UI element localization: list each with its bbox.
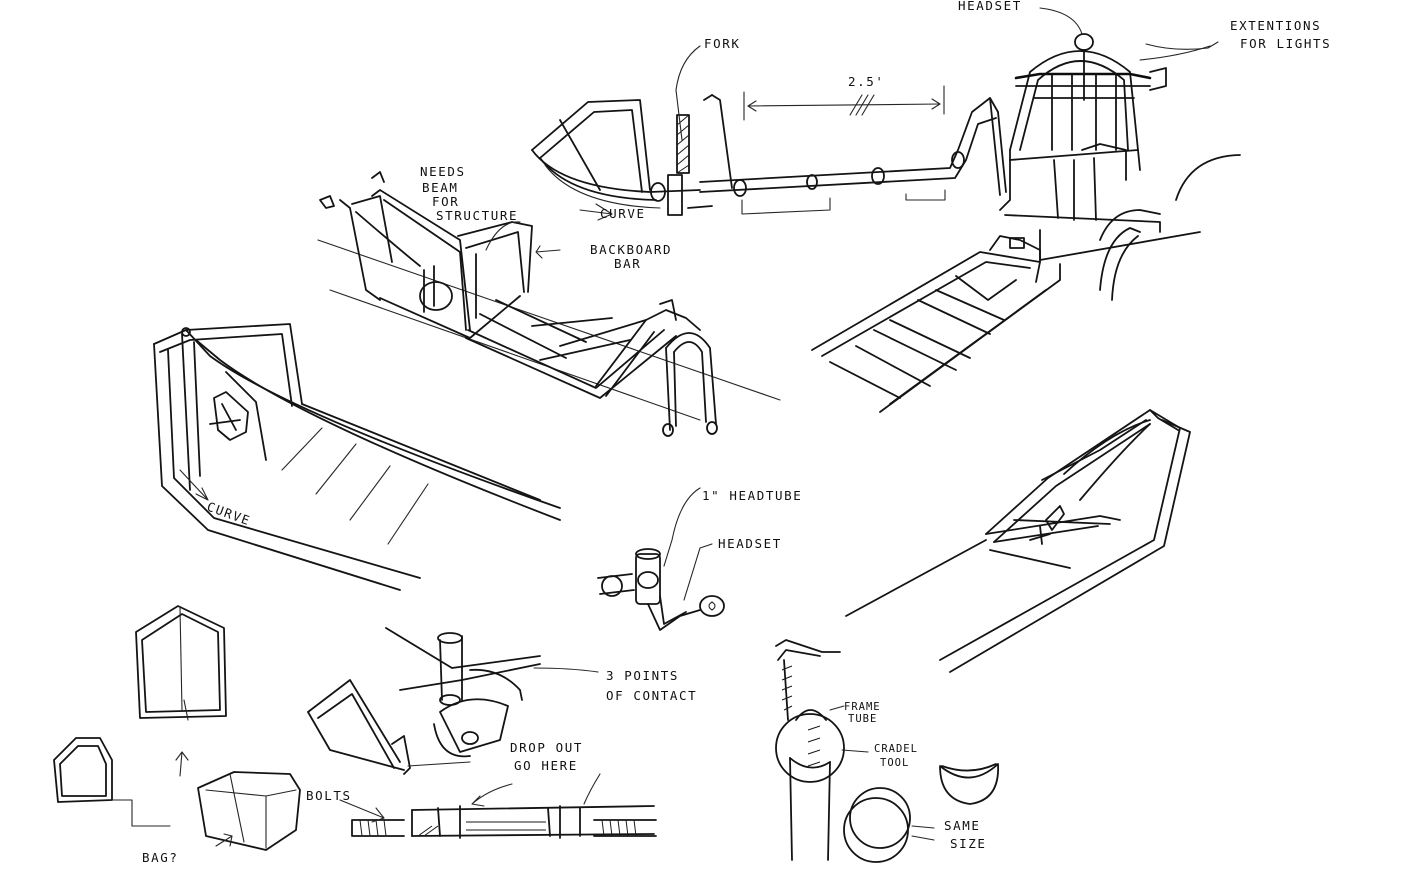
frame-center-iso	[317, 171, 781, 437]
label-needs-1: NEEDS	[420, 164, 466, 179]
label-curve-left: CURVE	[205, 499, 253, 529]
contact-detail	[307, 627, 657, 839]
label-dropout-2: GO HERE	[514, 758, 578, 773]
bag-sketches	[53, 605, 301, 851]
label-fork: FORK	[704, 36, 741, 51]
frame-right-long	[845, 409, 1191, 673]
label-headset-top: HEADSET	[958, 0, 1022, 13]
label-contact-1: 3 POINTS	[606, 668, 679, 683]
label-cradle-2: TOOL	[880, 757, 909, 769]
label-bolts: BOLTS	[306, 788, 352, 803]
label-frame-2: TUBE	[848, 713, 877, 725]
label-backboard-2: BAR	[614, 256, 641, 271]
label-extentions-1: EXTENTIONS	[1230, 18, 1321, 33]
label-dimension: 2.5'	[848, 74, 885, 89]
label-cradle-1: CRADEL	[874, 743, 918, 755]
cradle-tool	[775, 639, 999, 863]
headtube-detail	[597, 487, 725, 631]
frame-left-long	[153, 323, 561, 591]
label-same: SAME	[944, 818, 981, 833]
label-bag: BAG?	[142, 850, 179, 865]
label-dropout-1: DROP OUT	[510, 740, 583, 755]
label-needs-4: STRUCTURE	[436, 208, 518, 223]
label-contact-2: OF CONTACT	[606, 688, 697, 703]
frame-front-right	[811, 33, 1241, 413]
label-frame-1: FRAME	[844, 701, 881, 713]
label-headtube: 1" HEADTUBE	[702, 488, 802, 503]
label-needs-2: BEAM	[422, 180, 459, 195]
label-size: SIZE	[950, 836, 987, 851]
label-needs-3: FOR	[432, 194, 459, 209]
label-headset-mid: HEADSET	[718, 536, 782, 551]
label-extentions-2: FOR LIGHTS	[1240, 36, 1331, 51]
leader-lines	[1039, 7, 1219, 61]
frame-side-view	[531, 45, 1007, 221]
label-curve-top: CURVE	[600, 206, 646, 221]
label-backboard-1: BACKBOARD	[590, 242, 672, 257]
